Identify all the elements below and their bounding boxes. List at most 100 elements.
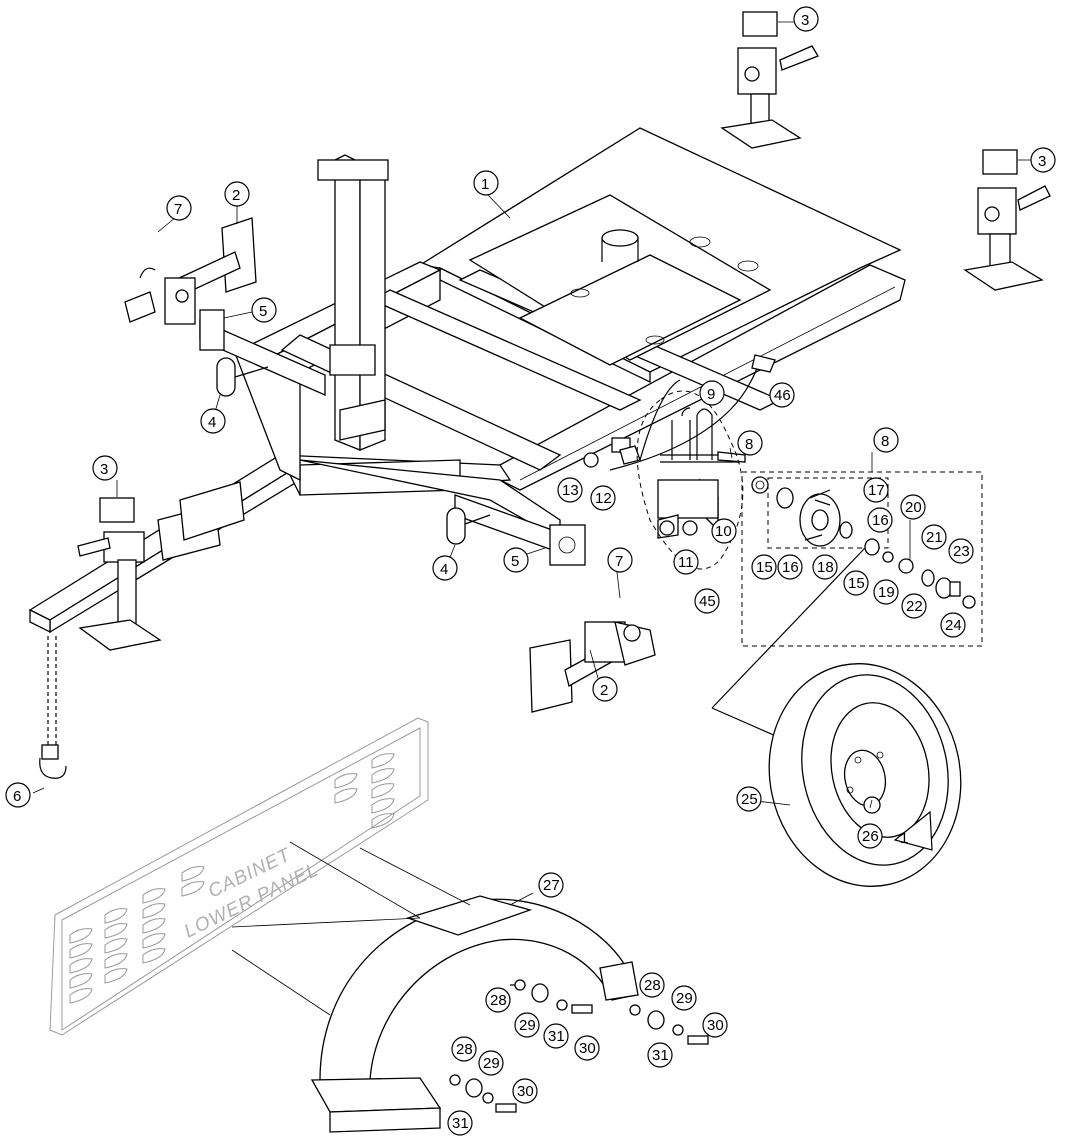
jack-stand-front-right [963, 149, 1051, 291]
svg-text:15: 15 [848, 575, 865, 592]
svg-text:20: 20 [905, 499, 922, 516]
callout-9: 9 [699, 380, 725, 406]
svg-text:29: 29 [676, 990, 693, 1007]
callout-30: 30 [574, 1035, 600, 1061]
callout-4: 4 [432, 555, 458, 581]
callout-1: 1 [473, 170, 499, 196]
svg-text:30: 30 [517, 1083, 534, 1100]
jack-stand-tongue [77, 497, 162, 651]
callout-28: 28 [639, 972, 665, 998]
svg-text:7: 7 [174, 201, 182, 218]
svg-text:29: 29 [519, 1017, 536, 1034]
callout-15: 15 [843, 570, 869, 596]
svg-text:27: 27 [543, 877, 560, 894]
svg-text:3: 3 [1038, 153, 1046, 170]
svg-text:17: 17 [868, 482, 885, 499]
svg-text:30: 30 [579, 1040, 596, 1057]
callout-45: 45 [694, 588, 720, 614]
callout-26: 26 [857, 823, 883, 849]
svg-text:24: 24 [945, 617, 962, 634]
svg-text:29: 29 [483, 1055, 500, 1072]
callout-15: 15 [751, 554, 777, 580]
svg-text:31: 31 [548, 1028, 565, 1045]
svg-text:21: 21 [926, 529, 943, 546]
svg-text:1: 1 [481, 176, 489, 193]
callout-23: 23 [948, 538, 974, 564]
callout-31: 31 [647, 1042, 673, 1068]
callout-4: 4 [200, 408, 226, 434]
svg-text:28: 28 [644, 977, 661, 994]
svg-text:4: 4 [440, 561, 448, 578]
callout-5: 5 [251, 297, 277, 323]
svg-text:8: 8 [745, 436, 753, 453]
svg-text:3: 3 [100, 461, 108, 478]
svg-text:16: 16 [872, 512, 889, 529]
svg-text:28: 28 [456, 1041, 473, 1058]
svg-text:3: 3 [801, 12, 809, 29]
coupler-rear [529, 621, 656, 713]
note-triangle: 1 [893, 810, 933, 851]
callout-30: 30 [512, 1078, 538, 1104]
callout-2: 2 [224, 181, 250, 207]
callout-29: 29 [671, 985, 697, 1011]
callout-5: 5 [503, 547, 529, 573]
svg-text:22: 22 [906, 598, 923, 615]
svg-text:4: 4 [208, 414, 216, 431]
svg-text:25: 25 [741, 791, 758, 808]
svg-text:28: 28 [490, 992, 507, 1009]
callout-17: 17 [863, 477, 889, 503]
callout-7: 7 [166, 195, 192, 221]
axle-bolts [583, 445, 641, 468]
d-ring-rear [446, 507, 491, 545]
callout-7: 7 [607, 547, 633, 573]
trailer-frame [28, 127, 906, 634]
svg-text:16: 16 [782, 559, 799, 576]
callout-20: 20 [900, 494, 926, 520]
callout-10: 10 [711, 518, 737, 544]
coupler-front [124, 217, 257, 325]
callout-16: 16 [777, 554, 803, 580]
callout-2: 2 [592, 676, 618, 702]
callout-29: 29 [514, 1012, 540, 1038]
axle-assembly [609, 354, 776, 539]
callout-31: 31 [447, 1110, 473, 1136]
callout-3: 3 [793, 6, 819, 32]
callout-25: 25 [736, 786, 762, 812]
fender [231, 841, 639, 1133]
callout-19: 19 [873, 579, 899, 605]
svg-text:15: 15 [756, 559, 773, 576]
svg-text:5: 5 [259, 303, 267, 320]
callout-29: 29 [478, 1050, 504, 1076]
svg-text:2: 2 [600, 682, 608, 699]
spring-group-outline [636, 390, 744, 570]
svg-text:45: 45 [699, 593, 716, 610]
callout-21: 21 [921, 524, 947, 550]
svg-text:31: 31 [652, 1047, 669, 1064]
jack-stand-rear-right [720, 11, 819, 149]
svg-text:2: 2 [232, 187, 240, 204]
callout-8: 8 [873, 427, 899, 453]
callout-18: 18 [812, 554, 838, 580]
svg-text:26: 26 [862, 828, 879, 845]
safety-chain [39, 636, 67, 779]
callout-13: 13 [557, 477, 583, 503]
svg-text:19: 19 [878, 584, 895, 601]
svg-text:9: 9 [707, 386, 715, 403]
svg-text:10: 10 [715, 523, 732, 540]
callout-28: 28 [451, 1036, 477, 1062]
callout-27: 27 [538, 872, 564, 898]
callout-3: 3 [1030, 147, 1056, 173]
callout-11: 11 [673, 549, 699, 575]
note-triangle-label: 1 [900, 830, 908, 847]
callout-24: 24 [940, 612, 966, 638]
fender-hardware [449, 979, 709, 1113]
d-ring-front [216, 357, 269, 397]
svg-text:12: 12 [595, 490, 612, 507]
callout-16: 16 [867, 507, 893, 533]
svg-text:31: 31 [452, 1115, 469, 1132]
svg-text:23: 23 [953, 543, 970, 560]
callout-3: 3 [92, 455, 118, 481]
svg-text:8: 8 [881, 433, 889, 450]
callout-6: 6 [5, 782, 31, 808]
